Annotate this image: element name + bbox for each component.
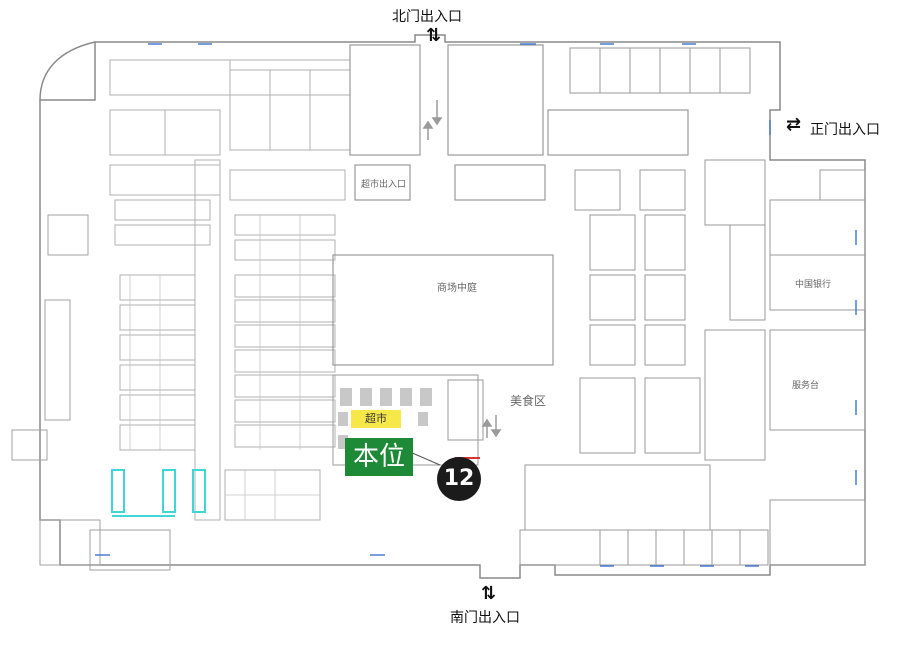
cyan-fixtures [111, 469, 206, 517]
supermarket-tag: 超市 [351, 410, 401, 428]
double-arrow-up-down-icon: ⇅ [481, 583, 497, 604]
you-are-here-badge: 本位 [345, 438, 413, 476]
atrium [332, 44, 689, 366]
left-shelving [109, 59, 351, 521]
left-wing [11, 214, 171, 571]
supermarket-exit-label: 超市出入口 [361, 180, 407, 190]
right-shops [519, 47, 866, 566]
flow-arrows [422, 100, 502, 438]
double-arrow-up-down-icon: ⇅ [426, 25, 442, 46]
left-shelving-details [129, 215, 320, 520]
south-entrance-label: 南门出入口 [450, 610, 520, 626]
main-entrance-label: 正门出入口 [810, 122, 880, 138]
checkout-area [338, 388, 432, 449]
marker-leader [409, 451, 441, 466]
food-court-label: 美食区 [510, 394, 547, 408]
service-desk-label: 服务台 [792, 381, 820, 391]
location-number-badge: 12 [437, 457, 481, 501]
north-entrance-label: 北门出入口 [392, 9, 462, 25]
door-marks [95, 43, 857, 567]
double-arrow-left-right-icon: ⇄ [786, 114, 802, 135]
atrium-label: 商场中庭 [437, 283, 477, 294]
bank-label: 中国银行 [795, 280, 832, 290]
